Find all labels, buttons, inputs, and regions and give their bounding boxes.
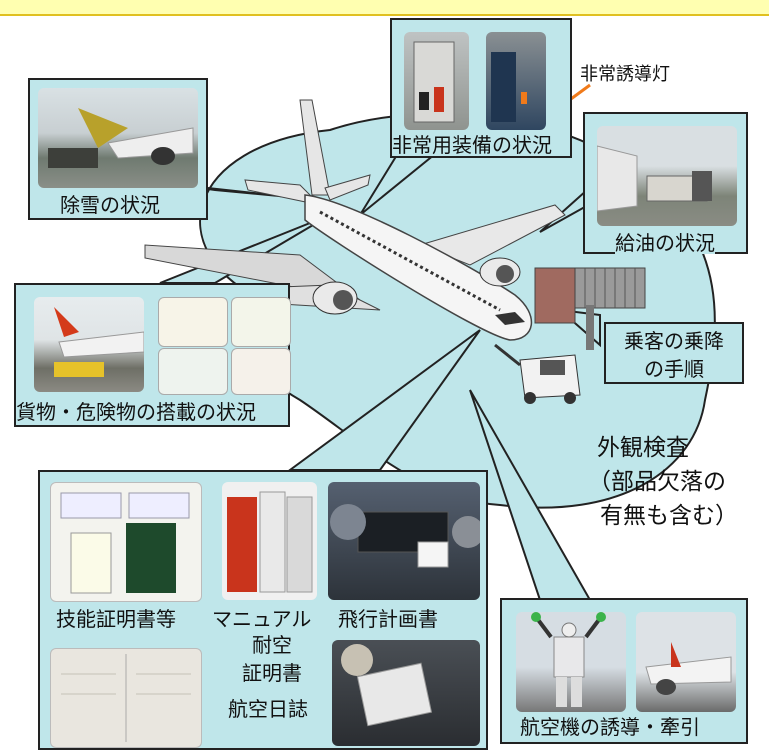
emergency-equipment-photo-1	[404, 32, 469, 130]
cargo-doc-4	[231, 348, 291, 395]
exterior-check-line1: 外観検査	[597, 435, 689, 461]
logbook-label: 航空日誌	[228, 697, 308, 721]
passenger-boarding-line2: の手順	[644, 357, 704, 381]
airworthiness-photo	[50, 648, 202, 748]
top-banner	[0, 0, 769, 16]
license-photo	[50, 482, 202, 602]
flight-plan-label: 飛行計画書	[338, 607, 438, 631]
flight-plan-photo	[328, 482, 480, 600]
aircraft-illustration	[144, 99, 566, 341]
cargo-doc-2	[231, 297, 291, 347]
airworthiness-line2: 証明書	[242, 661, 302, 685]
aircraft-guidance-panel: 航空機の誘導・牽引	[500, 598, 748, 744]
manual-photo	[222, 482, 317, 600]
emergency-light-label: 非常誘導灯	[580, 64, 670, 85]
snow-removal-panel: 除雪の状況	[28, 78, 208, 220]
refueling-photo	[597, 126, 737, 226]
passenger-boarding-line1: 乗客の乗降	[624, 329, 724, 353]
emergency-equipment-photo-2	[486, 32, 546, 130]
aircraft-guidance-label: 航空機の誘導・牽引	[520, 715, 700, 739]
cargo-panel: 貨物・危険物の搭載の状況	[14, 283, 291, 427]
airworthiness-line1: 耐空	[252, 633, 292, 657]
manual-label: マニュアル	[212, 607, 312, 631]
emergency-equipment-label: 非常用装備の状況	[392, 133, 552, 157]
refueling-panel: 給油の状況	[583, 112, 748, 254]
license-label: 技能証明書等	[56, 607, 176, 631]
snow-removal-photo	[38, 88, 198, 188]
boarding-bridge	[534, 267, 646, 350]
emergency-equipment-panel: 非常用装備の状況	[390, 18, 572, 158]
passenger-boarding-panel: 乗客の乗降 の手順	[604, 322, 744, 384]
documents-panel: 技能証明書等 マニュアル 飛行計画書 耐空 証明書 航空日誌	[38, 470, 488, 750]
exterior-check-line3: 有無も含む）	[600, 503, 738, 529]
refueling-label: 給油の状況	[615, 231, 715, 255]
logbook-photo	[332, 640, 480, 746]
cargo-doc-1	[158, 297, 228, 347]
guidance-photo-aircraft	[636, 612, 736, 712]
snow-removal-label: 除雪の状況	[60, 193, 160, 217]
cargo-label: 貨物・危険物の搭載の状況	[16, 400, 256, 424]
cargo-photo-aircraft	[34, 297, 144, 392]
cargo-doc-3	[158, 348, 228, 395]
exterior-check-line2: （部品欠落の	[588, 469, 726, 495]
tow-tug	[494, 343, 581, 404]
guidance-photo-marshaller	[516, 612, 626, 712]
